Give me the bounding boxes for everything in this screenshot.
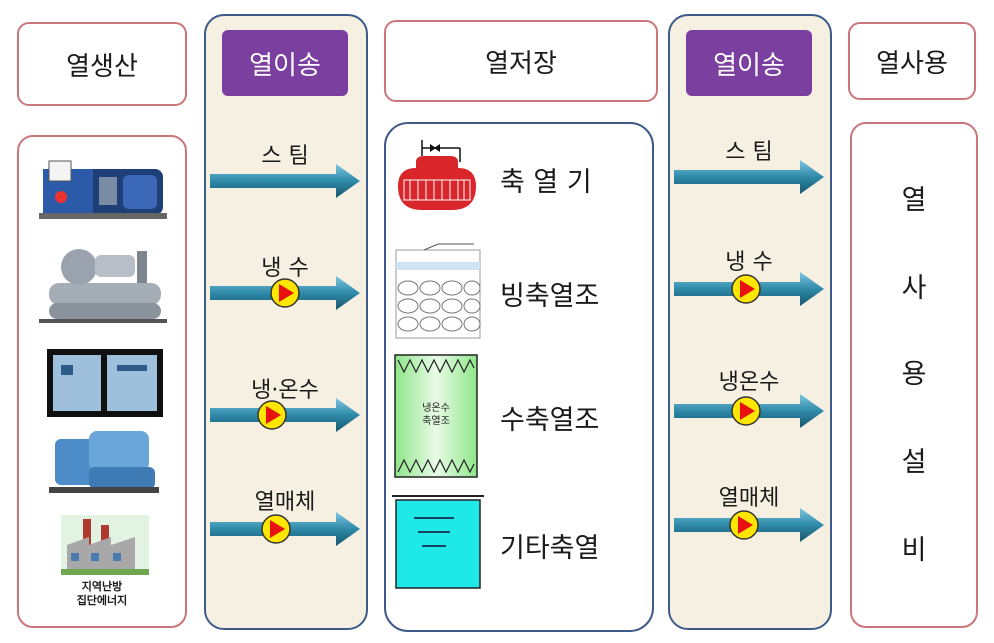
usage-panel: 열 사 용 설 비 — [850, 122, 978, 628]
hotcold-water-arrow-right — [674, 394, 824, 428]
header-storage: 열저장 — [384, 20, 658, 102]
production-panel: 지역난방 집단에너지 — [17, 135, 187, 628]
transport-header-left-label: 열이송 — [249, 50, 321, 81]
boiler-icon — [39, 160, 167, 219]
header-production: 열생산 — [17, 22, 187, 106]
storage-label-water: 수축열조 — [500, 405, 600, 436]
production-caption-line2: 집단에너지 — [76, 594, 128, 607]
pump-icon — [257, 400, 287, 430]
storage-label-accumulator: 축 열 기 — [500, 167, 592, 198]
transport-right-label-steam: 스 팀 — [725, 140, 773, 165]
storage-label-ice: 빙축열조 — [500, 281, 600, 312]
transport-right-label-medium: 열매체 — [718, 486, 780, 511]
ice-storage-icon — [395, 243, 481, 339]
pump-icon — [261, 514, 291, 544]
absorption-chiller-icon — [49, 431, 159, 493]
transport-right-label-cold: 냉 수 — [725, 250, 773, 275]
heat-medium-arrow-left — [210, 512, 360, 546]
pump-icon — [731, 274, 761, 304]
steam-arrow-left — [210, 164, 360, 198]
steam-arrow-right — [674, 160, 824, 194]
storage-label-other: 기타축열 — [500, 533, 600, 564]
chiller-icon — [39, 249, 167, 323]
transport-left-label-steam: 스 팀 — [261, 144, 309, 169]
transport-right-label-hotcold: 냉온수 — [718, 370, 780, 395]
control-panel-icon — [47, 349, 163, 417]
header-production-label: 열생산 — [66, 51, 138, 82]
transport-left-label-hotcold: 냉·온수 — [251, 378, 319, 403]
tank-label-line2: 축열조 — [422, 416, 450, 427]
production-caption: 지역난방 집단에너지 — [19, 580, 185, 608]
hotcold-water-arrow-left — [210, 398, 360, 432]
transport-header-right-label: 열이송 — [713, 50, 785, 81]
pump-icon — [270, 278, 300, 308]
transport-header-left: 열이송 — [222, 30, 348, 96]
cold-water-arrow-left — [210, 276, 360, 310]
tank-label-line1: 냉온수 — [422, 403, 450, 414]
transport-header-right: 열이송 — [686, 30, 812, 96]
usage-char-1: 열 — [901, 185, 927, 216]
cold-water-arrow-right — [674, 272, 824, 306]
usage-char-5: 비 — [901, 535, 927, 566]
pump-icon — [731, 396, 761, 426]
header-storage-label: 열저장 — [485, 48, 557, 79]
water-storage-icon — [394, 354, 478, 478]
header-usage: 열사용 — [848, 22, 976, 100]
pump-icon — [729, 510, 759, 540]
heat-medium-arrow-right — [674, 508, 824, 542]
steam-accumulator-icon — [398, 140, 476, 210]
header-usage-label: 열사용 — [876, 48, 948, 79]
other-storage-icon — [392, 495, 484, 589]
transport-left-label-medium: 열매체 — [254, 490, 316, 515]
usage-char-2: 사 — [901, 273, 927, 304]
usage-char-3: 용 — [901, 359, 927, 390]
transport-left-label-cold: 냉 수 — [261, 256, 309, 281]
usage-char-4: 설 — [901, 447, 927, 478]
water-storage-tank-label: 냉온수 축열조 — [394, 402, 478, 428]
district-heating-plant-icon — [61, 515, 149, 575]
production-caption-line1: 지역난방 — [81, 580, 123, 593]
